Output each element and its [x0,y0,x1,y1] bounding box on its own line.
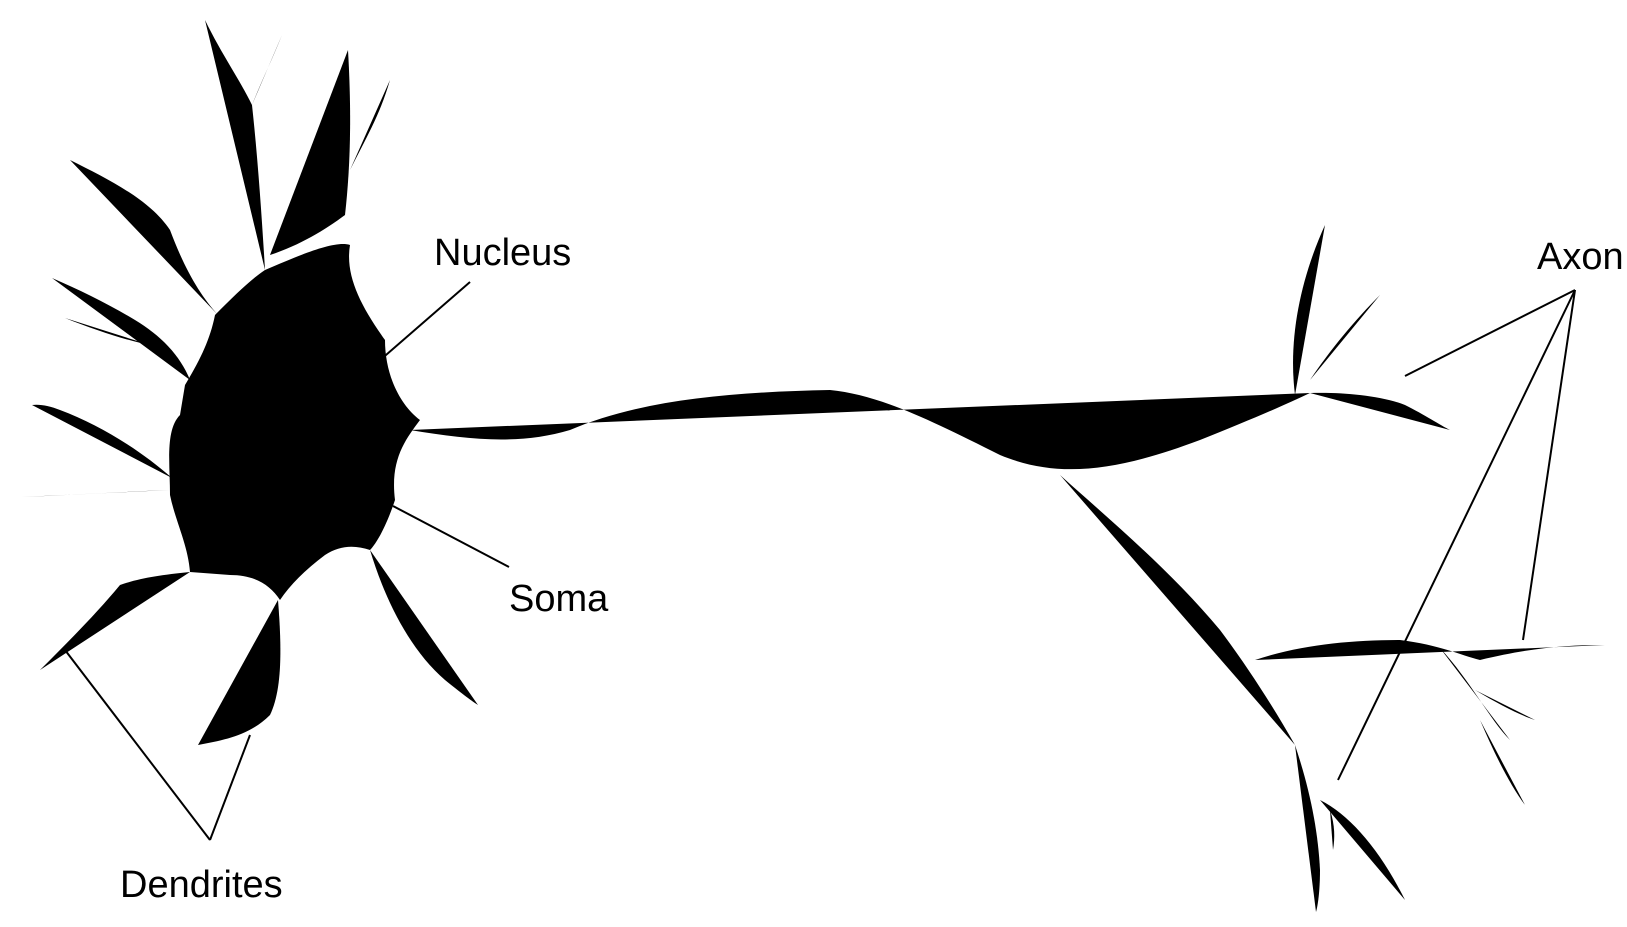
dendrite-bottom-1 [40,572,190,670]
dendrite-top-3 [70,160,218,315]
label-soma: Soma [509,578,609,620]
leader-axon-3 [1522,289,1576,641]
dendrite-top-2 [270,50,351,255]
axon-mid-branch [1255,640,1605,660]
leader-axon-2 [1337,289,1576,781]
dendrite-top-1b [252,35,282,105]
leader-nucleus [309,281,471,422]
axon-lower-terminal-2 [1330,810,1335,850]
axon-terminal-upper-2 [1310,295,1380,380]
nucleus-shape [215,412,329,502]
dendrite-bottom-2 [198,600,281,745]
dendrite-left-1 [52,278,190,380]
axon-lower-terminal-1 [1320,800,1405,900]
label-dendrites: Dendrites [120,864,283,906]
leader-soma [392,505,510,568]
label-nucleus: Nucleus [434,232,572,274]
dendrite-left-2 [32,404,172,478]
axon-trunk [410,390,1310,470]
axon-lower-branch [1060,475,1295,745]
leader-dendrites-1 [64,649,211,841]
leader-lines [64,281,1576,841]
axon-terminal-upper-1 [1293,225,1325,395]
axon-mid-terminal-1 [1440,648,1510,740]
dendrite-left-1b [65,318,150,345]
dendrite-bottom-3 [370,550,478,705]
axon-mid-terminal-2 [1475,690,1535,720]
dendrite-top-2b [350,80,390,170]
leader-dendrites-2 [209,734,251,841]
axon-trunk-taper [1310,392,1450,430]
leader-axon-1 [1404,289,1576,377]
axon-lower-branch-2 [1295,745,1320,912]
dendrite-top-1 [205,20,265,270]
axon-mid-terminal-3 [1480,720,1525,805]
dendrite-left-3 [22,490,170,497]
label-axon: Axon [1537,236,1624,278]
